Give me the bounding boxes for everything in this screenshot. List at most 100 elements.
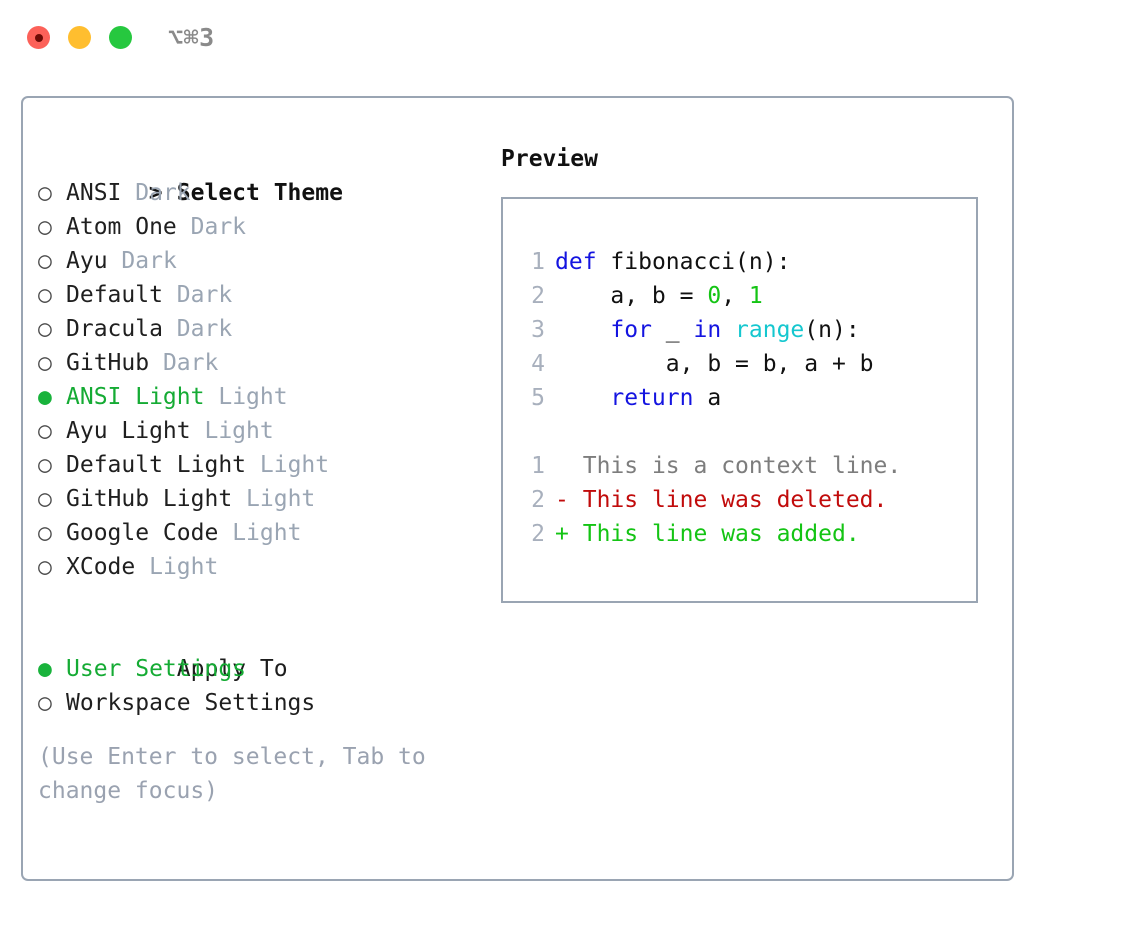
maximize-button[interactable] <box>109 26 132 49</box>
diff-text: This is a context line. <box>582 453 902 479</box>
diff-line-number: 2 <box>531 521 545 547</box>
theme-variant-label: Light <box>218 384 288 410</box>
diff-gap <box>569 453 583 479</box>
code-line: 4 a, b = b, a + b <box>517 347 977 381</box>
theme-list-item[interactable]: ○Default Dark <box>38 278 488 312</box>
theme-gap <box>163 316 177 342</box>
diff-line-number: 2 <box>531 487 545 513</box>
theme-list-item[interactable]: ○Default Light Light <box>38 448 488 482</box>
radio-unselected-icon: ○ <box>38 180 52 206</box>
theme-list-item[interactable]: ○Ayu Light Light <box>38 414 488 448</box>
theme-list-item[interactable]: ○ Ayu Dark <box>38 244 488 278</box>
radio-unselected-icon: ○ <box>38 350 52 376</box>
diff-sign: - <box>555 487 569 513</box>
apply-to-option[interactable]: ○Workspace Settings <box>38 686 488 720</box>
code-token: 0 <box>707 283 722 309</box>
code-diff-spacer <box>517 415 977 449</box>
apply-to-header-label: Apply To <box>176 656 288 682</box>
diff-line-number: 1 <box>531 453 545 479</box>
theme-variant-label: Light <box>204 418 274 444</box>
theme-name: Google Code <box>66 520 219 546</box>
code-line-number: 3 <box>531 317 545 343</box>
code-line-number: 5 <box>531 385 545 411</box>
theme-list-item[interactable]: ○ Dracula Dark <box>38 312 488 346</box>
theme-list-item[interactable]: ○GitHub Light Light <box>38 482 488 516</box>
radio-unselected-icon: ○ <box>38 520 52 546</box>
radio-unselected-icon: ○ <box>38 452 52 478</box>
keyboard-hint-line: (Use Enter to select, Tab to <box>38 744 426 770</box>
apply-to-option[interactable]: ●User Settings <box>38 652 488 686</box>
code-token <box>555 385 610 411</box>
keyboard-hint-line: change focus) <box>38 778 219 804</box>
code-line-number: 4 <box>531 351 545 377</box>
theme-name: Ayu <box>66 248 108 274</box>
radio-unselected-icon: ○ <box>38 418 52 444</box>
theme-gap <box>177 214 191 240</box>
theme-name: XCode <box>66 554 136 580</box>
apply-to-option-label: User Settings <box>66 656 247 682</box>
code-token <box>721 317 735 343</box>
theme-gap <box>149 350 163 376</box>
code-token: def <box>555 249 597 275</box>
diff-sign: + <box>555 521 569 547</box>
diff-gap <box>569 521 583 547</box>
theme-selector-pane: >Select Theme ○ANSI Dark○Atom One Dark○A… <box>38 142 488 808</box>
minimize-button[interactable] <box>68 26 91 49</box>
select-theme-header-label: Select Theme <box>176 180 343 206</box>
caret-icon: > <box>148 180 163 206</box>
close-button[interactable] <box>27 26 50 49</box>
theme-list-item[interactable]: ○GitHub Dark <box>38 346 488 380</box>
diff-gap <box>569 487 583 513</box>
code-line: 5 return a <box>517 381 977 415</box>
theme-list-item[interactable]: ●ANSI Light Light <box>38 380 488 414</box>
theme-name: ANSI <box>66 180 122 206</box>
diff-text: This line was deleted. <box>582 487 888 513</box>
code-token: (n): <box>735 249 791 275</box>
theme-gap <box>246 452 260 478</box>
radio-unselected-icon: ○ <box>38 316 52 342</box>
theme-list-item[interactable]: ○XCode Light <box>38 550 488 584</box>
code-token: (n): <box>804 317 860 343</box>
theme-name: GitHub Light <box>66 486 233 512</box>
diff-line: 2- This line was deleted. <box>517 483 977 517</box>
code-line-number: 1 <box>531 249 545 275</box>
theme-gap <box>218 520 232 546</box>
apply-to-list: ●User Settings○Workspace Settings <box>38 652 488 720</box>
diff-sign <box>555 453 569 479</box>
keyboard-hint: (Use Enter to select, Tab to change focus… <box>38 740 488 808</box>
theme-list-item[interactable]: ○Google Code Light <box>38 516 488 550</box>
diff-text: This line was added. <box>582 521 860 547</box>
theme-list-item[interactable]: ○Atom One Dark <box>38 210 488 244</box>
radio-unselected-icon: ○ <box>38 214 52 240</box>
theme-list-item[interactable]: ○ ANSI Dark <box>38 176 488 210</box>
diff-line: 1 This is a context line. <box>517 449 977 483</box>
app-card: >Select Theme ○ANSI Dark○Atom One Dark○A… <box>21 96 1014 881</box>
theme-variant-label: Dark <box>135 180 191 206</box>
theme-name: ANSI Light <box>66 384 205 410</box>
code-line: 2 a, b = 0, 1 <box>517 279 977 313</box>
preview-title: Preview <box>501 146 598 172</box>
select-theme-header: > Select Theme <box>38 142 488 206</box>
code-token: _ <box>651 317 694 343</box>
theme-gap <box>191 418 205 444</box>
theme-name: Dracula <box>66 316 163 342</box>
code-token <box>597 249 611 275</box>
radio-unselected-icon: ○ <box>38 282 52 308</box>
theme-gap <box>121 180 135 206</box>
theme-list: ○ANSI Dark○Atom One Dark○Ayu Dark○Defaul… <box>38 176 488 584</box>
code-line: 3 for _ in range(n): <box>517 313 977 347</box>
code-token: range <box>735 317 805 343</box>
theme-variant-label: Dark <box>121 248 177 274</box>
apply-to-option-label: Workspace Settings <box>66 690 316 716</box>
theme-variant-label: Dark <box>176 316 233 342</box>
card-body: >Select Theme ○ANSI Dark○Atom One Dark○A… <box>23 98 1012 879</box>
code-token <box>555 317 610 343</box>
code-token: a, b = <box>610 283 708 309</box>
diff-lines: 1 This is a context line.2- This line wa… <box>517 449 977 551</box>
window-shortcut-label: ⌥⌘3 <box>168 23 215 52</box>
list-spacer <box>38 584 488 618</box>
radio-unselected-icon: ○ <box>38 248 52 274</box>
